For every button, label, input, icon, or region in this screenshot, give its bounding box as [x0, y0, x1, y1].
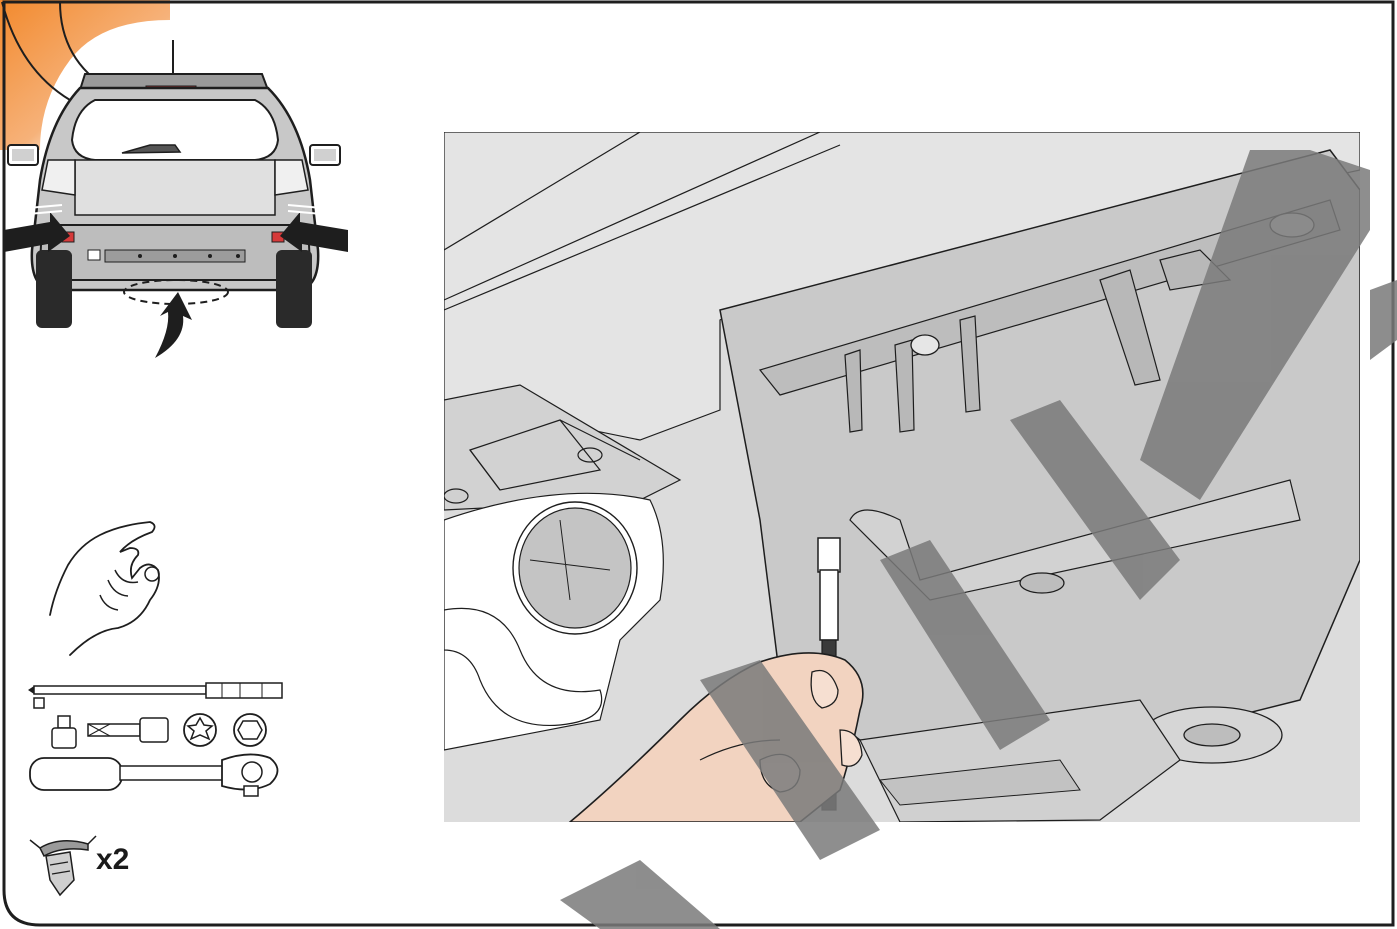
watermark-overlay: [560, 150, 1397, 929]
car-rear-view-icon: [4, 40, 348, 358]
hand-pinch-icon: [49, 521, 160, 656]
plastic-clip-icon: [29, 835, 97, 897]
ratchet-wrench-set-icon: [28, 682, 283, 797]
part-quantity-label: x2: [96, 843, 130, 876]
